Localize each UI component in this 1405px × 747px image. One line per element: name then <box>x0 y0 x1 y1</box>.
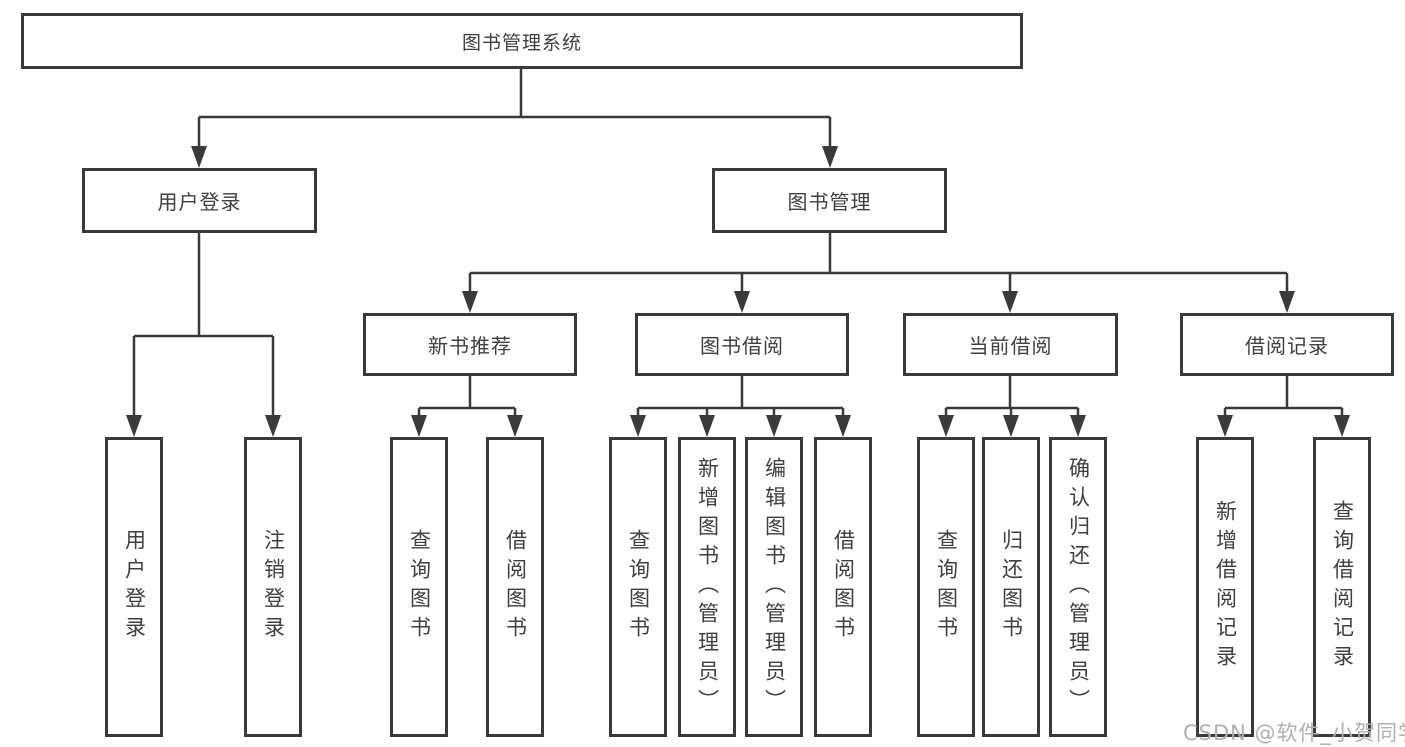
node-library-management-system: 图书管理系统 <box>21 13 1023 69</box>
leaf-query-books-current: 查询图书 <box>917 437 975 737</box>
node-label: 用户登录 <box>157 190 242 214</box>
node-label: 注销登录 <box>261 529 286 645</box>
leaf-borrow-books: 借阅图书 <box>814 437 872 737</box>
node-label: 查询图书 <box>626 529 651 645</box>
leaf-return-books: 归还图书 <box>982 437 1040 737</box>
node-label: 查询借阅记录 <box>1330 500 1355 674</box>
leaf-query-borrow-record: 查询借阅记录 <box>1313 437 1371 737</box>
node-label: 查询图书 <box>934 529 959 645</box>
node-new-book-recommendation: 新书推荐 <box>363 313 577 376</box>
leaf-add-books-admin: 新增图书（管理员） <box>678 437 736 737</box>
node-book-management: 图书管理 <box>712 168 947 233</box>
leaf-logout: 注销登录 <box>244 437 302 737</box>
leaf-borrow-books-recommend: 借阅图书 <box>486 437 544 737</box>
node-label: 图书借阅 <box>700 334 784 358</box>
node-label: 查询图书 <box>407 529 432 645</box>
leaf-query-books-borrow: 查询图书 <box>609 437 667 737</box>
node-book-borrowing: 图书借阅 <box>635 313 849 376</box>
node-label: 借阅记录 <box>1245 334 1329 358</box>
leaf-query-books-recommend: 查询图书 <box>390 437 448 737</box>
node-current-borrowing: 当前借阅 <box>903 313 1118 376</box>
csdn-watermark: CSDN @软件_小贺同学 <box>1183 721 1405 745</box>
node-user-login: 用户登录 <box>82 168 317 233</box>
node-label: 新书推荐 <box>428 334 512 358</box>
node-label: 新增图书（管理员） <box>695 456 720 718</box>
node-label: 图书管理 <box>787 190 872 214</box>
leaf-user-login: 用户登录 <box>105 437 163 737</box>
connector-lines <box>132 69 1344 421</box>
node-label: 编辑图书（管理员） <box>762 456 787 718</box>
node-borrowing-records: 借阅记录 <box>1180 313 1394 376</box>
node-label: 借阅图书 <box>503 529 528 645</box>
node-label: 当前借阅 <box>968 334 1053 358</box>
node-label: 用户登录 <box>122 529 147 645</box>
leaf-confirm-return-admin: 确认归还（管理员） <box>1049 437 1107 737</box>
arrowhead-layer <box>126 146 1350 437</box>
leaf-edit-books-admin: 编辑图书（管理员） <box>745 437 803 737</box>
node-label: 归还图书 <box>999 529 1024 645</box>
node-label: 确认归还（管理员） <box>1066 456 1091 718</box>
node-label: 新增借阅记录 <box>1213 500 1238 674</box>
node-label: 借阅图书 <box>831 529 856 645</box>
node-label: 图书管理系统 <box>461 31 582 54</box>
leaf-add-borrow-record: 新增借阅记录 <box>1196 437 1254 737</box>
